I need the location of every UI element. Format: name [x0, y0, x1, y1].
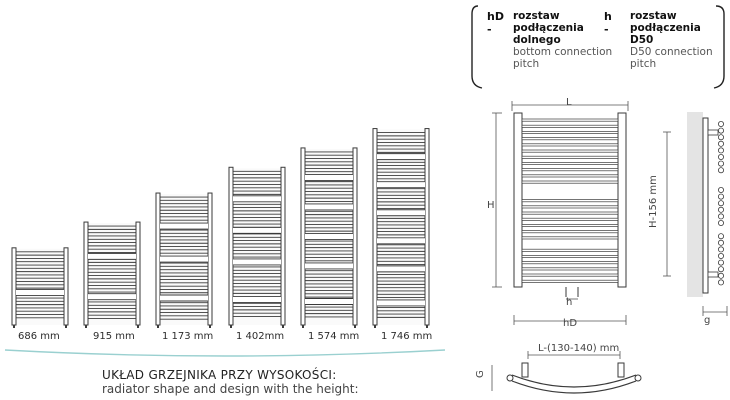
- legend-h-title-3: D50: [630, 34, 654, 46]
- bracket-bottom: [707, 271, 719, 278]
- wave-divider: [4, 349, 446, 357]
- top-valve-right: [617, 362, 625, 378]
- wall: [687, 112, 703, 297]
- bracket-top: [707, 129, 719, 136]
- dim-hD-label: hD: [563, 318, 578, 329]
- dim-L-label: L: [566, 97, 572, 108]
- legend-hd-title-1: rozstaw: [513, 10, 560, 22]
- radiator-2: [83, 221, 141, 328]
- radiator-height-label-4: 1 402mm: [236, 331, 285, 342]
- front-view-drawing: [492, 101, 629, 325]
- legend-hd-title-2: podłączenia: [513, 22, 584, 34]
- curve-front: [511, 374, 637, 388]
- legend-h-title-2: podłączenia: [630, 22, 701, 34]
- caption-polish: UKŁAD GRZEJNIKA PRZY WYSOKOŚCI:: [102, 368, 337, 382]
- top-view-drawing: [491, 351, 642, 394]
- radiator-height-label-5: 1 574 mm: [308, 331, 360, 342]
- dim-H-label: H: [487, 200, 495, 211]
- radiator-height-label-2: 915 mm: [93, 331, 135, 342]
- radiator-6: [372, 128, 430, 328]
- legend-hd-text: rozstaw podłączenia dolnego bottom conne…: [513, 10, 623, 70]
- radiator-5: [300, 147, 358, 328]
- front-post-left: [513, 112, 523, 288]
- legend-h-sub-1: D50 connection: [630, 46, 713, 58]
- legend-hd-title-3: dolnego: [513, 34, 561, 46]
- side-view-drawing: [663, 112, 728, 316]
- dim-L-offset-label: L-(130-140) mm: [538, 343, 620, 354]
- radiator-height-label-1: 686 mm: [18, 331, 60, 342]
- legend-h-key: h -: [604, 10, 612, 36]
- dim-h-label: h: [566, 297, 573, 308]
- dim-G-label: G: [475, 370, 486, 378]
- radiator-height-label-6: 1 746 mm: [381, 331, 433, 342]
- caption-english: radiator shape and design with the heigh…: [102, 382, 359, 396]
- top-valve-left: [521, 362, 529, 378]
- dim-H156-label: H-156 mm: [648, 175, 659, 228]
- radiator-height-label-3: 1 173 mm: [162, 331, 214, 342]
- radiator-4: [228, 166, 286, 328]
- legend-bracket: [471, 5, 725, 89]
- legend-hd-sub-2: pitch: [513, 58, 540, 70]
- side-post: [702, 117, 709, 294]
- radiator-1: [11, 247, 69, 328]
- radiator-series: [11, 128, 430, 328]
- radiator-3: [155, 192, 213, 328]
- dim-g-label: g: [704, 315, 711, 326]
- legend-h-title-1: rozstaw: [630, 10, 677, 22]
- legend-hd-sub-1: bottom connection: [513, 46, 613, 58]
- front-post-right: [617, 112, 627, 288]
- curve-back: [511, 380, 637, 394]
- legend-h-text: rozstaw podłączenia D50 D50 connection p…: [630, 10, 730, 70]
- legend-hd-key: hD -: [487, 10, 504, 36]
- legend-h-sub-2: pitch: [630, 58, 657, 70]
